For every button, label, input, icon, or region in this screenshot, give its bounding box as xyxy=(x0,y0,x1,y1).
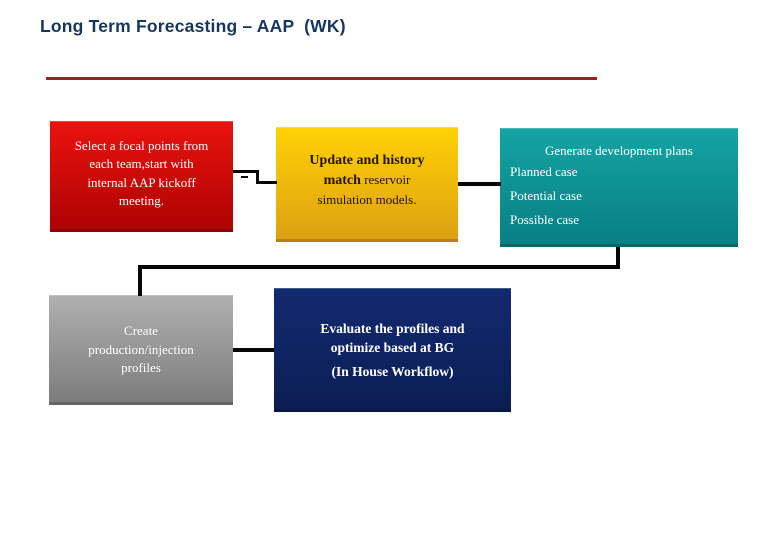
connector-teal-to-gray-horizontal xyxy=(138,265,620,269)
select-focal-points-text: Select a focal points from each team,sta… xyxy=(74,137,209,209)
slide-title: Long Term Forecasting – AAP (WK) xyxy=(40,16,346,36)
connector-red-to-yellow-step xyxy=(256,170,259,184)
flow-box-select-focal-points: Select a focal points from each team,sta… xyxy=(50,121,233,232)
connector-teal-down-segment xyxy=(616,247,620,268)
generate-plans-heading: Generate development plans xyxy=(545,143,693,158)
connector-red-to-yellow-bottom-segment xyxy=(256,181,277,184)
update-history-line1: Update and history xyxy=(309,153,425,168)
title-underline-rule xyxy=(46,77,597,80)
plan-case-item: Potential case xyxy=(510,188,582,203)
flow-box-evaluate-profiles: Evaluate the profiles and optimize based… xyxy=(274,288,511,412)
flow-box-update-history-match: Update and history match reservoir simul… xyxy=(276,127,458,242)
plan-case-item: Possible case xyxy=(510,212,579,227)
flow-box-create-profiles: Create production/injection profiles xyxy=(49,295,233,405)
evaluate-profiles-text: Evaluate the profiles and optimize based… xyxy=(320,321,465,355)
update-history-line3: simulation models. xyxy=(317,192,417,207)
plan-case-item: Planned case xyxy=(510,164,578,179)
connector-gray-entry-segment xyxy=(138,265,142,296)
create-profiles-text: Create production/injection profiles xyxy=(88,323,194,376)
connector-yellow-to-teal xyxy=(458,182,501,186)
connector-gray-to-blue xyxy=(233,348,274,352)
connector-red-to-yellow-dash xyxy=(241,176,248,178)
in-house-workflow-text: (In House Workflow) xyxy=(331,364,454,379)
flow-box-generate-development-plans: Generate development plans Planned case … xyxy=(500,128,738,247)
update-history-line2: match reservoir xyxy=(323,172,411,188)
connector-red-to-yellow-top-segment xyxy=(233,170,259,173)
